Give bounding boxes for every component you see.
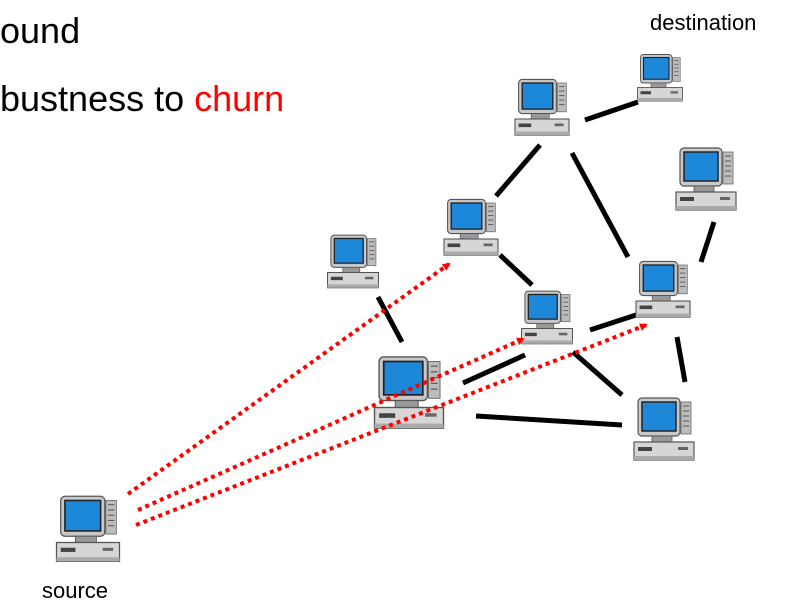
link-center-to-lower-right <box>571 350 624 397</box>
bullet-line-2-text: bustness to <box>0 78 195 119</box>
bullet-line-2: bustness to churn <box>0 78 284 120</box>
probe-to-center <box>137 337 525 512</box>
node-upper-right-computer-icon <box>675 147 737 211</box>
node-source-computer-icon <box>55 495 121 563</box>
probe-to-upper-left <box>126 262 451 496</box>
probe-paths <box>126 262 648 527</box>
bullet-line-1: ound <box>0 10 81 51</box>
churn-highlight: churn <box>194 78 285 119</box>
link-top-center-to-upper-left <box>494 143 542 198</box>
link-middle-right-to-lower-right <box>674 336 688 383</box>
link-top-center-to-middle-right <box>569 151 631 259</box>
node-middle-right-computer-icon <box>635 260 691 318</box>
source-label: source <box>42 578 109 603</box>
node-center-computer-icon <box>520 290 574 345</box>
node-top-center-computer-icon <box>514 78 570 136</box>
node-lower-right-computer-icon <box>633 397 695 461</box>
destination-label: destination <box>650 10 757 35</box>
link-center-to-middle-right <box>589 312 637 333</box>
nodes <box>55 53 737 563</box>
link-hub-to-left-broken <box>375 295 405 344</box>
link-upper-right-to-middle-right <box>698 221 717 263</box>
link-hub-to-center <box>461 352 527 386</box>
link-upper-left-to-center <box>498 253 534 287</box>
node-left-computer-icon <box>326 234 380 289</box>
link-top-center-to-destination <box>584 99 639 123</box>
node-destination-computer-icon <box>636 53 684 102</box>
probe-to-middle-right <box>135 323 648 527</box>
node-hub-computer-icon <box>373 356 445 430</box>
node-upper-left-computer-icon <box>443 198 499 256</box>
link-hub-to-lower-right <box>475 413 623 428</box>
overlay-links <box>375 99 717 428</box>
